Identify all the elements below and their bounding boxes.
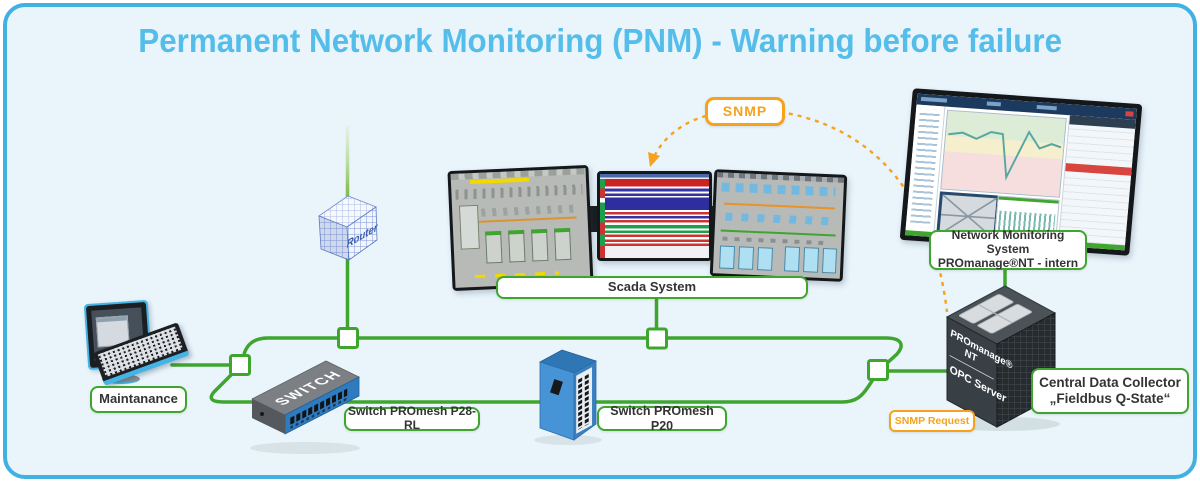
screen-graphic xyxy=(485,231,503,264)
screen-graphic xyxy=(920,96,948,103)
router-top-highlight xyxy=(319,196,376,227)
ring-nodes xyxy=(229,327,889,381)
network-node xyxy=(867,359,889,381)
router-device: Router xyxy=(318,195,378,261)
screen-graphic xyxy=(721,182,837,197)
snmp-request-label-text: SNMP Request xyxy=(894,414,970,427)
nms-trend-chart xyxy=(940,109,1067,198)
screen-graphic xyxy=(96,316,127,323)
snmp-curve-left xyxy=(651,114,707,160)
switch-p20-front xyxy=(539,361,575,441)
screen-graphic xyxy=(738,246,755,270)
switch-ports-row xyxy=(290,388,348,425)
collector-label-line2: „Fieldbus Q-State“ xyxy=(1049,391,1171,406)
screen-graphic xyxy=(909,108,941,228)
switch-p20-label-text: Switch PROmesh P20 xyxy=(610,404,714,433)
screen-graphic xyxy=(784,246,801,272)
maintanance-label: Maintanance xyxy=(90,386,187,413)
screen-graphic xyxy=(725,213,833,226)
screen-graphic xyxy=(1125,111,1134,117)
switch-p28rl-device: SWITCH xyxy=(250,360,360,454)
switch-shadow xyxy=(250,442,360,454)
scada-system-label: Scada System xyxy=(496,276,808,299)
scada2-screen xyxy=(600,174,709,258)
switch-end-face xyxy=(252,399,285,434)
screen-graphic xyxy=(948,130,1062,181)
switch-p20-shadow xyxy=(534,435,602,445)
router-front-face xyxy=(346,206,378,261)
switch-end-port xyxy=(260,412,264,416)
nms-screen xyxy=(905,93,1137,251)
screen-graphic xyxy=(723,202,836,210)
switch-p20-label: Switch PROmesh P20 xyxy=(597,404,727,433)
nms-label-line1: Network Monitoring System xyxy=(951,228,1065,257)
screen-graphic xyxy=(803,246,820,273)
server-face-divider xyxy=(949,354,994,380)
switch-p20-device xyxy=(534,349,602,445)
nms-label: Network Monitoring System PROmanage®NT -… xyxy=(929,228,1087,270)
scada1-screen xyxy=(450,168,591,288)
screen-graphic xyxy=(455,184,583,200)
green-ring xyxy=(170,258,1007,404)
switch-p28rl-label-text: Switch PROmesh P28-RL xyxy=(347,404,477,432)
switch-p20-front-port xyxy=(550,379,563,396)
screen-graphic xyxy=(721,236,824,245)
page-title: Permanent Network Monitoring (PNM) - War… xyxy=(0,22,1200,60)
nms-alarm-row-critical xyxy=(1065,162,1132,176)
nms-trend-line xyxy=(948,130,1062,181)
nms-alarm-list xyxy=(1058,115,1136,246)
scada3-screen xyxy=(712,172,845,279)
screen-graphic xyxy=(531,229,549,262)
scada-monitor-1 xyxy=(447,164,594,292)
snmp-label-text: SNMP xyxy=(722,103,768,120)
screen-graphic xyxy=(717,172,845,183)
network-node xyxy=(646,327,668,350)
switch-ports-group xyxy=(290,388,348,430)
screen-graphic xyxy=(986,101,1001,107)
server-top-panels xyxy=(958,294,1033,334)
router-left-shade xyxy=(319,216,349,260)
switch-p20-ports-group xyxy=(576,367,593,434)
screen-graphic xyxy=(719,245,736,269)
server-top-divider xyxy=(978,304,1013,324)
screen-graphic xyxy=(554,228,572,261)
wire-ring-lower xyxy=(209,370,876,404)
snmp-label: SNMP xyxy=(705,97,785,126)
network-node xyxy=(337,327,359,349)
scada-monitor-2 xyxy=(597,171,712,261)
snmp-flow xyxy=(651,110,949,313)
screen-graphic xyxy=(822,247,838,274)
snmp-arrowhead-icon xyxy=(648,152,660,167)
maintanance-label-text: Maintanance xyxy=(99,391,178,407)
switch-leds-row xyxy=(290,397,348,430)
scada-system-label-text: Scada System xyxy=(607,279,697,295)
scada-monitor-3 xyxy=(709,169,848,282)
screen-graphic xyxy=(508,230,526,263)
network-node xyxy=(229,354,251,376)
screen-graphic xyxy=(458,204,480,250)
screen-graphic xyxy=(1036,104,1057,111)
collector-label-line1: Central Data Collector xyxy=(1039,375,1181,391)
wire-ring-upper xyxy=(241,336,903,367)
snmp-request-label: SNMP Request xyxy=(889,410,975,432)
nms-label-line2: PROmanage®NT - intern xyxy=(937,255,1079,270)
screen-graphic xyxy=(757,246,774,271)
switch-p28rl-label: Switch PROmesh P28-RL xyxy=(344,404,480,432)
screen-graphic xyxy=(600,179,605,258)
central-data-collector-label: Central Data Collector „Fieldbus Q-State… xyxy=(1031,368,1189,414)
screen-graphic xyxy=(721,229,836,237)
snmp-curve-right xyxy=(779,110,949,313)
page-title-text: Permanent Network Monitoring (PNM) - War… xyxy=(138,22,1062,59)
